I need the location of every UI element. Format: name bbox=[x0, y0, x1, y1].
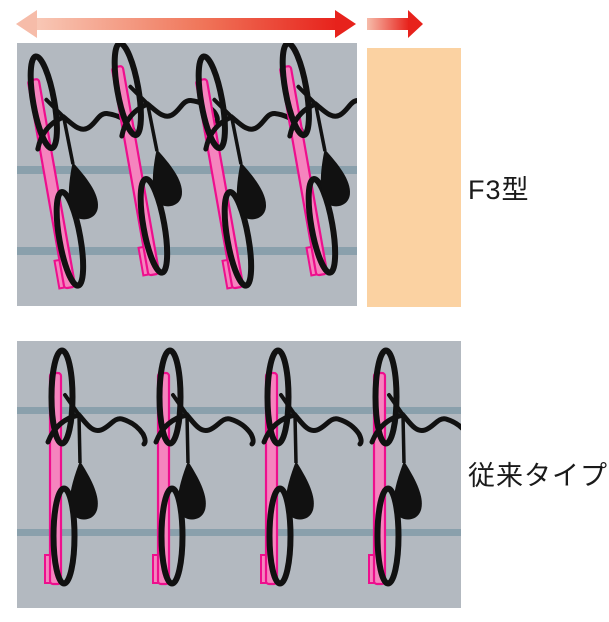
conventional-rack-area bbox=[17, 341, 461, 608]
f3-label: F3型 bbox=[468, 175, 530, 205]
saved-width-arrow-icon bbox=[367, 10, 423, 38]
bicycle-icon bbox=[336, 349, 461, 589]
cross-rail bbox=[17, 407, 461, 414]
conventional-label: 従来タイプ bbox=[468, 461, 608, 491]
cross-rail bbox=[17, 247, 357, 255]
cross-rail bbox=[17, 529, 461, 536]
width-arrow-icon bbox=[16, 10, 356, 38]
cross-rail bbox=[17, 166, 357, 174]
saved-space-block bbox=[367, 48, 461, 307]
f3-rack-area bbox=[17, 43, 357, 306]
